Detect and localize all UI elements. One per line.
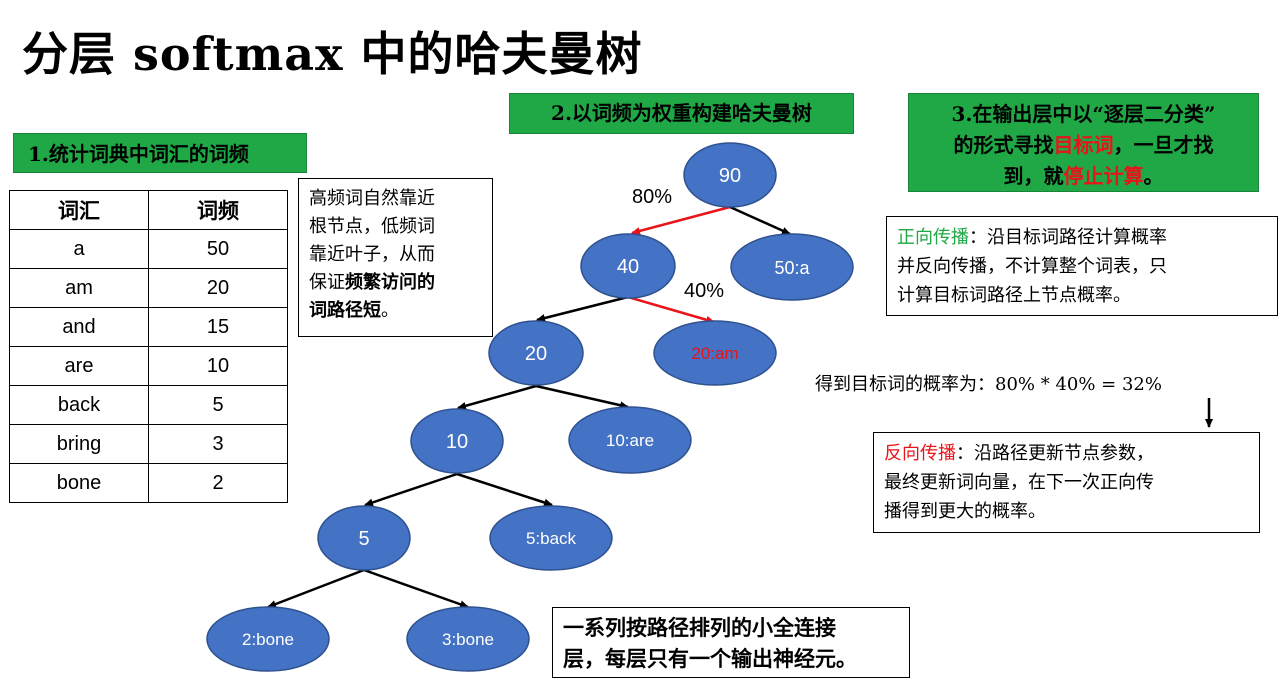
note-line: 词路径短。 (309, 300, 399, 321)
step1-banner: 1.统计词典中词汇的词频 (13, 133, 307, 173)
table-header-row: 词汇 词频 (9, 190, 288, 230)
cell-freq: 3 (148, 424, 288, 464)
note-line: 层，每层只有一个输出神经元。 (563, 646, 857, 671)
svg-text:40: 40 (617, 256, 639, 278)
note-line: 根节点，低频词 (309, 216, 435, 237)
cell-word: a (9, 229, 149, 269)
svg-text:3:bone: 3:bone (442, 630, 494, 649)
note-line: 并反向传播，不计算整个词表，只 (897, 256, 1167, 277)
tree-node-5: 5 (317, 505, 411, 571)
cell-word: am (9, 268, 149, 308)
note-line: 最终更新词向量，在下一次正向传 (884, 472, 1154, 493)
svg-text:10: 10 (446, 431, 468, 453)
edge-prob-40: 40% (684, 280, 725, 302)
svg-text:5: 5 (358, 528, 369, 550)
cell-word: back (9, 385, 149, 425)
edge-20-10 (457, 384, 537, 410)
tree-node-20: 20 (488, 320, 584, 386)
cell-word: bone (9, 463, 149, 503)
svg-text:2:bone: 2:bone (242, 630, 294, 649)
edge-10-5back (456, 472, 553, 507)
cell-freq: 15 (148, 307, 288, 347)
tree-node-90: 90 (683, 142, 777, 208)
step2-banner: 2.以词频为权重构建哈夫曼树 (509, 93, 854, 134)
svg-text:90: 90 (719, 165, 741, 187)
header-freq: 词频 (148, 190, 288, 230)
edge-10-5 (364, 472, 458, 507)
svg-text:10:are: 10:are (606, 431, 654, 450)
tree-node-10: 10 (410, 408, 504, 474)
note-line: 正向传播：沿目标词路径计算概率 (897, 227, 1167, 248)
backward-label: 反向传播 (884, 443, 956, 464)
note-line: 保证频繁访问的 (309, 272, 435, 293)
stop-calc-highlight: 停止计算 (1063, 164, 1144, 188)
header-word: 词汇 (9, 190, 149, 230)
edge-5-2bone (267, 568, 365, 609)
note-line: 一系列按路径排列的小全连接 (563, 615, 836, 640)
tree-node-5back: 5:back (489, 505, 613, 571)
svg-text:20:am: 20:am (691, 344, 738, 363)
tree-node-10are: 10:are (568, 406, 692, 474)
edge-40-20 (536, 295, 629, 322)
edge-5-3bone (363, 568, 469, 609)
note-line: 计算目标词路径上节点概率。 (897, 285, 1131, 306)
svg-text:5:back: 5:back (526, 529, 577, 548)
target-probability-text: 得到目标词的概率为：80% * 40% = 32% (815, 374, 1162, 395)
page-title: 分层 softmax 中的哈夫曼树 (22, 27, 643, 81)
forward-propagation-box: 正向传播：沿目标词路径计算概率 并反向传播，不计算整个词表，只 计算目标词路径上… (886, 216, 1278, 316)
tree-node-40: 40 (580, 233, 676, 299)
note-line: 靠近叶子，从而 (309, 244, 435, 265)
edge-90-40 (631, 205, 731, 235)
tree-node-20am: 20:am (653, 320, 777, 386)
svg-text:50:a: 50:a (774, 258, 810, 278)
cell-freq: 2 (148, 463, 288, 503)
cell-freq: 5 (148, 385, 288, 425)
edge-40-20am (627, 295, 715, 324)
tree-node-3bone: 3:bone (406, 606, 530, 672)
backward-propagation-box: 反向传播：沿路径更新节点参数， 最终更新词向量，在下一次正向传 播得到更大的概率… (873, 432, 1260, 533)
fully-connected-layers-note: 一系列按路径排列的小全连接 层，每层只有一个输出神经元。 (552, 607, 910, 678)
forward-label: 正向传播 (897, 227, 969, 248)
step3-line1: 3.在输出层中以“逐层二分类” (951, 102, 1216, 126)
svg-text:20: 20 (525, 343, 547, 365)
cell-freq: 10 (148, 346, 288, 386)
step3-banner: 3.在输出层中以“逐层二分类” 的形式寻找目标词，一旦才找 到，就停止计算。 (908, 93, 1259, 192)
note-line: 高频词自然靠近 (309, 188, 435, 209)
note-line: 反向传播：沿路径更新节点参数， (884, 443, 1154, 464)
step3-line2: 的形式寻找目标词，一旦才找 (953, 133, 1214, 157)
frequency-note-box: 高频词自然靠近 根节点，低频词 靠近叶子，从而 保证频繁访问的 词路径短。 (298, 178, 493, 337)
edge-90-50a (729, 205, 791, 236)
edge-20-10are (535, 384, 629, 410)
step3-line3: 到，就停止计算。 (1003, 164, 1164, 188)
note-line: 播得到更大的概率。 (884, 501, 1046, 522)
cell-word: are (9, 346, 149, 386)
tree-node-50a: 50:a (730, 233, 854, 301)
edge-prob-80: 80% (632, 186, 673, 208)
target-word-highlight: 目标词 (1053, 133, 1114, 157)
tree-node-2bone: 2:bone (206, 606, 330, 672)
